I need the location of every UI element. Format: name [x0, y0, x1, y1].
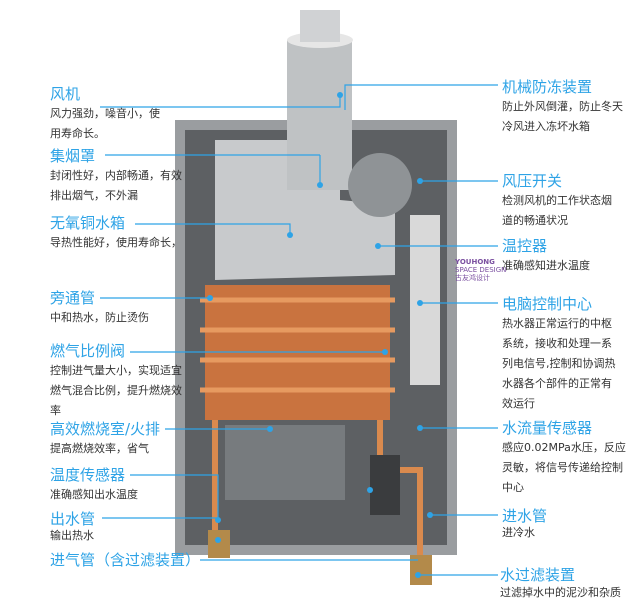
label-flow-sensor: 水流量传感器感应0.02MPa水压，反应灵敏，将信号传递给控制中心	[502, 419, 626, 494]
logo-watermark: YOUHONG SPACE DESIGN 古友鸿设计	[455, 258, 507, 282]
fan	[348, 153, 412, 217]
label-inlet-pipe: 进水管进冷水	[502, 507, 548, 539]
label-gas-valve: 燃气比例阀控制进气量大小，实现适宜燃气混合比例，提升燃烧效率	[50, 342, 182, 417]
label-fan: 风机风力强劲，噪音小，使用寿命长。	[50, 85, 160, 140]
label-water-filter: 水过滤装置过滤掉水中的泥沙和杂质	[500, 566, 621, 599]
label-control-center: 电脑控制中心热水器正常运行的中枢系统，接收和处理一系列电信号,控制和协调热水器各…	[502, 295, 616, 410]
leader-lines	[100, 84, 498, 576]
label-outlet-pipe: 出水管输出热水	[50, 510, 96, 542]
label-smoke-hood: 集烟罩封闭性好，内部畅通，有效排出烟气，不外漏	[50, 147, 182, 202]
label-pressure-switch: 风压开关检测风机的工作状态烟道的畅通状况	[502, 172, 612, 227]
label-temp-sensor: 温度传感器准确感知出水温度	[50, 466, 138, 501]
smoke-hood	[215, 140, 395, 280]
label-copper-tank: 无氧铜水箱导热性能好，使用寿命长，	[50, 214, 182, 249]
label-bypass-pipe: 旁通管中和热水，防止烫伤	[50, 289, 149, 324]
gas-valve	[370, 455, 400, 515]
label-combustion-chamber: 高效燃烧室/火排提高燃烧效率，省气	[50, 420, 161, 455]
label-gas-inlet: 进气管（含过滤装置）	[50, 551, 201, 569]
label-thermostat: 温控器准确感知进水温度	[502, 237, 590, 272]
control-board	[410, 215, 440, 385]
label-antifreeze: 机械防冻装置防止外风倒灌，防止冬天冷风进入冻坏水箱	[502, 78, 623, 133]
burner	[225, 425, 345, 500]
